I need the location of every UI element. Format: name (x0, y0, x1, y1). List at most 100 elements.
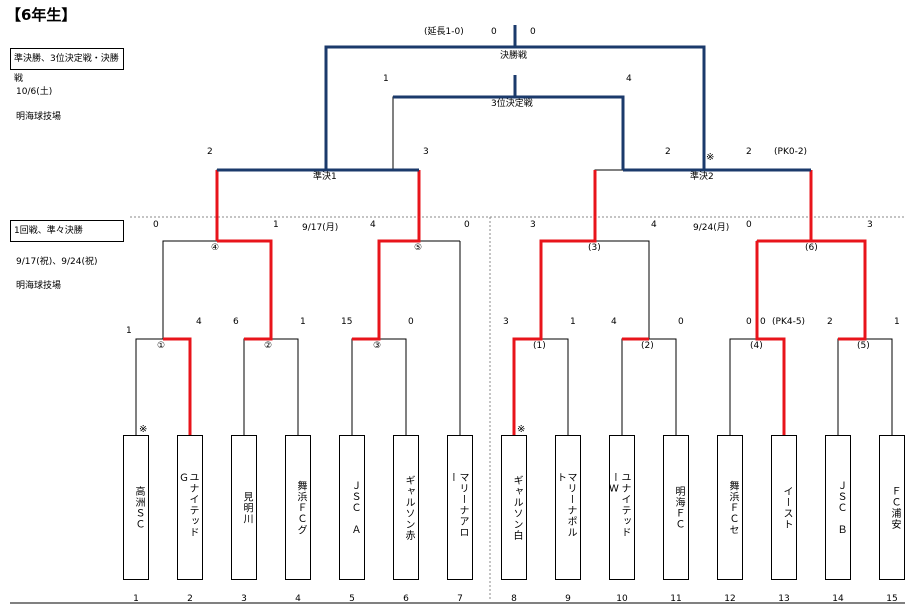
r1-5-left-score: 4 (611, 317, 617, 327)
finals-info-label: 準決勝、3位決定戦・決勝戦 (14, 54, 119, 84)
bye-mark-right: ※ (517, 424, 526, 435)
r1-5-right-score: 0 (678, 317, 684, 327)
early-date: 9/17(祝)、9/24(祝) (16, 257, 98, 267)
team-name: 明海ＦＣ (673, 485, 684, 530)
team-box: ギャルソン赤 (393, 435, 419, 580)
win-team5 (352, 170, 421, 341)
team-number: 5 (349, 594, 355, 604)
qf5-right-score: 0 (464, 220, 470, 230)
qf6-right-score: 3 (867, 220, 873, 230)
r1-1-label: ① (157, 341, 166, 351)
team-box: 明海ＦＣ (663, 435, 689, 580)
finals-venue: 明海球技場 (16, 112, 62, 122)
team-number: 2 (187, 594, 193, 604)
early-venue: 明海球技場 (16, 281, 62, 291)
team-name: 見明川 (241, 491, 252, 524)
win-team14 (809, 170, 867, 341)
finals-info-box: 準決勝、3位決定戦・決勝戦 (10, 48, 124, 84)
r1-6-note: (PK4-5) (772, 317, 806, 327)
team-number: 7 (457, 594, 463, 604)
team-name: マリーナアロー (446, 471, 469, 538)
team-number: 1 (133, 594, 139, 604)
team-name: 高洲ＳＣ (133, 485, 144, 530)
team-box: ユナイテッドーW (609, 435, 635, 580)
team-number: 11 (670, 594, 682, 604)
semi2-note: (PK0-2) (774, 147, 808, 157)
r1-line-1 (135, 338, 190, 435)
team-box: ＪＳＣ Ｂ (825, 435, 851, 580)
qf4-right-score: 1 (273, 220, 279, 230)
semi2-right-score: 2 (746, 147, 752, 157)
team-name: 舞浜ＦＣセ (727, 480, 738, 535)
team-name: ユナイテッドＧ (176, 471, 199, 538)
page-title: 【6年生】 (6, 6, 77, 24)
early-info-label: 1回戦、準々決勝 (14, 226, 83, 236)
third-left-score: 1 (383, 74, 389, 84)
r1-line-3 (351, 338, 407, 435)
third-label: 3位決定戦 (491, 99, 533, 109)
bye-score: 1 (126, 326, 132, 336)
qf-date-left: 9/17(月) (302, 223, 339, 233)
team-name: ギャルソン赤 (403, 474, 414, 541)
win-team8 (512, 170, 597, 435)
semi1-label: 準決1 (313, 172, 337, 182)
team-name: ユナイテッドーW (608, 471, 631, 538)
final-label: 決勝戦 (500, 51, 528, 61)
qf6-label: (6) (805, 243, 818, 253)
team-box: ギャルソン白 (501, 435, 527, 580)
team-name: マリーナポルト (554, 471, 577, 538)
r1-line-2 (243, 338, 299, 435)
team-number: 14 (832, 594, 844, 604)
final-right-score: 0 (530, 27, 536, 37)
qf3-left-score: 3 (530, 220, 536, 230)
r1-4-label: (1) (533, 341, 546, 351)
team-box: ＪＳＣ Ａ (339, 435, 365, 580)
r1-7-left-score: 2 (827, 317, 833, 327)
r1-6-left-score: 0 (746, 317, 752, 327)
third-right-score: 4 (626, 74, 632, 84)
team-box: 舞浜ＦＣセ (717, 435, 743, 580)
team-box: ユナイテッドＧ (177, 435, 203, 580)
qf5-left-score: 4 (370, 220, 376, 230)
semi1-left-score: 2 (207, 147, 213, 157)
team-box: マリーナアロー (447, 435, 473, 580)
team-number: 10 (616, 594, 628, 604)
qf3-label: (3) (588, 243, 601, 253)
team-name: ＪＳＣ Ａ (349, 480, 360, 535)
semi2-mark: ※ (706, 152, 715, 163)
r1-3-label: ③ (373, 341, 382, 351)
finals-date: 10/6(土) (16, 87, 53, 97)
r1-7-right-score: 1 (894, 317, 900, 327)
bye-mark-left: ※ (139, 424, 148, 435)
team-name: ＪＳＣ Ｂ (835, 480, 846, 535)
semi1-right-score: 3 (423, 147, 429, 157)
r1-2-label: ② (264, 341, 273, 351)
team-box: イースト (771, 435, 797, 580)
team-box: マリーナポルト (555, 435, 581, 580)
team-name: ＦＣ浦安 (889, 485, 900, 530)
qf4-label: ④ (211, 243, 220, 253)
final-left (324, 45, 515, 170)
qf6-left-score: 0 (746, 220, 752, 230)
team-number: 12 (724, 594, 736, 604)
qf3-right-score: 4 (651, 220, 657, 230)
r1-line-10 (621, 338, 677, 435)
early-info-box: 1回戦、準々決勝 (10, 220, 124, 242)
team-name: ギャルソン白 (511, 474, 522, 541)
win-team2 (163, 337, 192, 435)
qf4-left-score: 0 (153, 220, 159, 230)
qf-line-5 (378, 240, 460, 339)
r1-3-left-score: 15 (341, 317, 353, 327)
team-number: 15 (886, 594, 898, 604)
team-number: 3 (241, 594, 247, 604)
qf5-label: ⑤ (414, 243, 423, 253)
win-team13 (755, 241, 786, 435)
qf-date-right: 9/24(月) (693, 223, 730, 233)
team-number: 4 (295, 594, 301, 604)
third-right-blue (515, 95, 625, 170)
team-box: 舞浜ＦＣグ (285, 435, 311, 580)
r1-6-label: (4) (750, 341, 763, 351)
qf-line-4 (162, 240, 271, 339)
r1-2-right-score: 1 (300, 317, 306, 327)
